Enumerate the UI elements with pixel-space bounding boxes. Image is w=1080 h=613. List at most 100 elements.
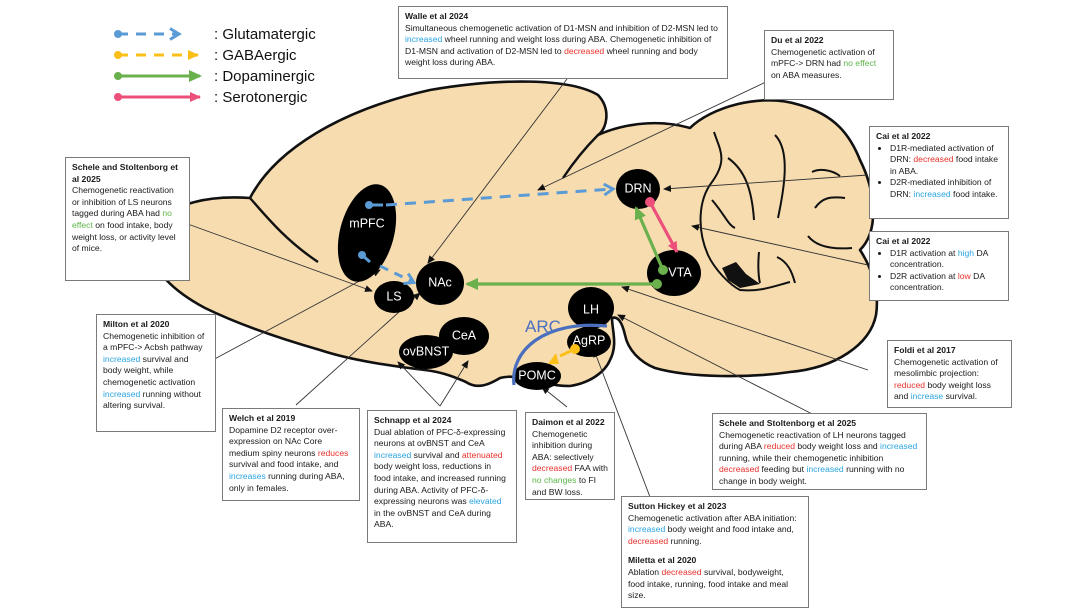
study-text: Chemogenetic activation of mPFC-> DRN ha…: [771, 46, 875, 69]
study-text: survival and body weight, while chemogen…: [103, 353, 196, 387]
study-text: on food intake, body weight loss, or act…: [72, 219, 176, 254]
study-text: Dual ablation of PFC-δ-expressing neuron…: [374, 426, 506, 449]
fourth-ventricle: [722, 262, 760, 288]
study-text: Ablation: [628, 566, 662, 577]
brain-regions: mPFC LS NAc DRN VTA LH CeA ovBNST AgRP P…: [337, 169, 701, 390]
effect-increase: increases: [229, 470, 266, 481]
legend: : Glutamatergic : GABAergic : Dopaminerg…: [114, 26, 316, 106]
effect-increase: increased: [374, 449, 412, 460]
study-box-foldi-2017: Foldi et al 2017 Chemogenetic activation…: [887, 340, 1012, 408]
study-box-daimon-2022: Daimon et al 2022 Chemogenetic inhibitio…: [525, 412, 615, 500]
study-text: D1R-mediated activation of DRN:: [890, 142, 994, 165]
effect-increase: elevated: [469, 496, 502, 507]
study-text: body weight loss and: [894, 379, 991, 402]
effect-decrease: reduced: [763, 441, 795, 452]
study-text: body weight loss and: [794, 441, 881, 452]
region-lh: [568, 287, 614, 329]
study-box-schele-ls-2025: Schele and Stoltenborg et al 2025 Chemog…: [65, 157, 190, 281]
study-box-cai-2022-da: Cai et al 2022 D1R activation at high DA…: [869, 231, 1009, 301]
effect-increase: increased: [103, 353, 141, 364]
study-box-milton-2020: Milton et al 2020 Chemogenetic inhibitio…: [96, 314, 216, 432]
effect-decrease: attenuated: [461, 449, 503, 460]
study-text: survival.: [943, 391, 978, 402]
effect-increase: increased: [913, 188, 951, 199]
effect-decrease: decreased: [532, 463, 573, 474]
study-title: Cai et al 2022: [876, 236, 931, 246]
projection-drn-to-vta-serotonergic: [645, 197, 679, 253]
study-box-schele-lh-2025: Schele and Stoltenborg et al 2025 Chemog…: [712, 413, 927, 490]
effect-decrease: decreased: [719, 464, 760, 475]
legend-item-dopaminergic: : Dopaminergic: [114, 68, 315, 85]
study-title: Schele and Stoltenborg et al 2025: [72, 162, 179, 184]
brain-shape: [148, 80, 879, 388]
effect-decrease: decreased: [564, 45, 605, 56]
effect-increase: increased: [806, 464, 844, 475]
bullet: D1R activation at high DA concentration.: [890, 248, 1002, 271]
legend-item-serotonergic: : Serotonergic: [114, 89, 308, 106]
region-label-lh: LH: [583, 302, 599, 316]
study-box-sutton-hickey-miletta: Sutton Hickey et al 2023 Chemogenetic ac…: [621, 496, 809, 608]
effect-increase: increased: [103, 388, 141, 399]
study-text: Simultaneous chemogenetic activation of …: [405, 22, 718, 33]
cerebellum-folds: [699, 131, 853, 292]
projection-vta-to-nac-dopaminergic: [465, 278, 662, 290]
study-text: wheel running and weight loss during ABA…: [405, 34, 712, 56]
study-text: running with no change in body weight.: [719, 464, 905, 486]
study-title: Schele and Stoltenborg et al 2025: [719, 418, 857, 428]
region-label-mpfc: mPFC: [349, 216, 384, 230]
study-text: Chemogenetic activation after ABA initia…: [628, 512, 797, 523]
study-text: FAA with: [572, 463, 608, 474]
effect-increase: increase: [910, 391, 944, 402]
region-mpfc: [337, 184, 397, 282]
study-text: running without altering survival.: [103, 388, 201, 411]
legend-label: : Dopaminergic: [214, 68, 315, 85]
effect-increase: increased: [405, 34, 443, 45]
study-text: Chemogenetic inhibition of a mPFC-> Acbs…: [103, 330, 205, 353]
study-text: D1R activation at: [890, 247, 958, 258]
region-label-ovbnst: ovBNST: [403, 344, 450, 358]
region-label-pomc: POMC: [518, 368, 556, 382]
study-title: Cai et al 2022: [876, 131, 931, 141]
effect-none: no effect: [72, 208, 172, 230]
region-label-ls: LS: [386, 289, 401, 303]
brain-sagittal-outline: [148, 80, 879, 388]
study-text: in the ovBNST and CeA during ABA.: [374, 507, 491, 530]
study-text: wheel running and body weight loss durin…: [405, 45, 698, 68]
effect-low: low: [957, 270, 971, 281]
study-text: Chemogenetic reactivation of LH neurons …: [719, 429, 906, 452]
bullet: D2R activation at low DA concentration.: [890, 271, 1002, 294]
study-text: Chemogenetic activation of mesolimbic pr…: [894, 356, 998, 379]
study-text: feeding but: [759, 464, 807, 475]
effect-high: high: [957, 247, 975, 258]
projections: [358, 182, 679, 364]
region-label-vta: VTA: [668, 265, 692, 279]
bullet: D2R-mediated inhibition of DRN: increase…: [890, 177, 1002, 200]
effect-decrease: decreased: [913, 154, 954, 165]
effect-decrease: reduces: [317, 447, 349, 458]
bullet: D1R-mediated activation of DRN: decrease…: [890, 143, 1002, 178]
arc-curve: [512, 323, 608, 386]
study-text: survival and food intake, and: [229, 459, 339, 470]
study-text: running.: [668, 535, 702, 546]
projection-vta-to-drn-dopaminergic: [634, 206, 668, 275]
effect-increase: increased: [628, 524, 666, 535]
study-title: Sutton Hickey et al 2023: [628, 501, 727, 511]
region-cea: [439, 317, 489, 355]
projection-mpfc-to-nac-glutamatergic: [358, 251, 417, 285]
study-title: Daimon et al 2022: [532, 417, 605, 427]
study-text: DA concentration.: [890, 247, 988, 270]
study-text: D2R-mediated inhibition of DRN:: [890, 177, 992, 199]
region-pomc: [513, 362, 561, 390]
study-text: body weight and food intake and,: [665, 524, 794, 535]
projection-agrp-to-pomc-gabaergic: [548, 344, 580, 364]
legend-label: : Serotonergic: [214, 89, 308, 106]
study-box-welch-2019: Welch et al 2019 Dopamine D2 receptor ov…: [222, 408, 360, 501]
study-text: body weight loss, reductions in food int…: [374, 461, 506, 507]
study-title: Welch et al 2019: [229, 413, 296, 423]
study-title: Schnapp et al 2024: [374, 415, 452, 425]
effect-decrease: decreased: [628, 535, 669, 546]
study-box-du-2022: Du et al 2022 Chemogenetic activation of…: [764, 30, 894, 100]
effect-none: no effect: [843, 58, 877, 69]
region-label-drn: DRN: [624, 181, 651, 195]
study-title: Du et al 2022: [771, 35, 824, 45]
